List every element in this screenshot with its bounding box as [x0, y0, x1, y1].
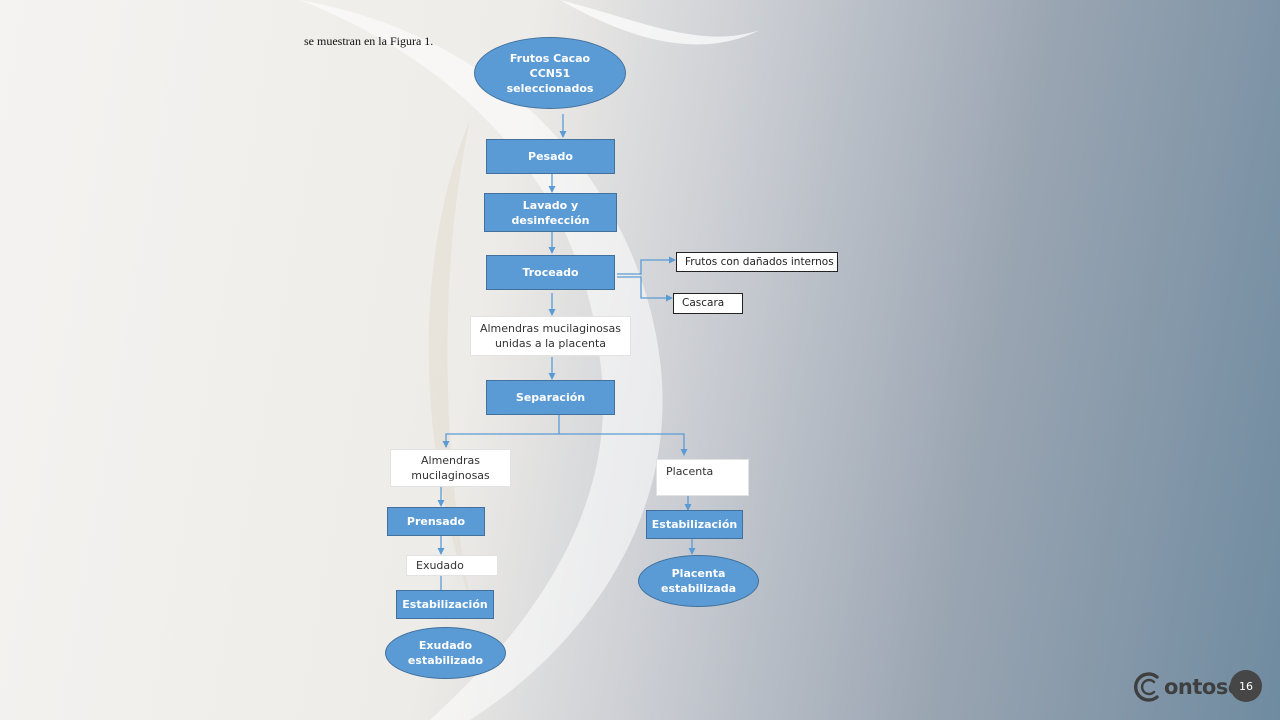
arrow-troceado-cascara: [617, 276, 673, 302]
node-exudado: Exudado: [406, 555, 498, 576]
arrow-split-placenta: [559, 433, 688, 456]
node-exudado-estabilizado: Exudado estabilizado: [385, 627, 506, 679]
contoso-logo-text: ontoso: [1164, 675, 1242, 699]
node-placenta: Placenta: [656, 459, 749, 496]
node-estabilizacion-placenta: Estabilización: [646, 510, 743, 539]
background-swoosh-shadow: [428, 120, 470, 600]
node-separacion: Separación: [486, 380, 615, 415]
node-almendras-placenta: Almendras mucilaginosas unidas a la plac…: [470, 316, 631, 356]
node-estabilizacion-exudado: Estabilización: [396, 590, 494, 619]
node-prensado: Prensado: [387, 507, 485, 536]
node-frutos-danados: Frutos con dañados internos: [676, 252, 838, 272]
page-number-badge: 16: [1230, 670, 1262, 702]
node-cascara: Cascara: [673, 293, 743, 314]
node-lavado-desinfeccion: Lavado y desinfección: [484, 193, 617, 232]
node-almendras-mucilaginosas: Almendras mucilaginosas: [390, 449, 511, 487]
contoso-logo: ontoso: [1131, 670, 1242, 704]
intro-text: se muestran en la Figura 1.: [304, 34, 434, 48]
node-troceado: Troceado: [486, 255, 615, 290]
node-placenta-estabilizada: Placenta estabilizada: [638, 555, 759, 607]
arrow-troceado-danados: [617, 256, 676, 275]
background-swoosh-top: [560, 0, 760, 45]
node-pesado: Pesado: [486, 139, 615, 174]
arrow-split-almendras: [442, 433, 559, 448]
background-swoosh: [300, 0, 663, 720]
node-frutos-cacao: Frutos Cacao CCN51 seleccionados: [474, 37, 626, 109]
contoso-logo-icon: [1134, 672, 1159, 702]
